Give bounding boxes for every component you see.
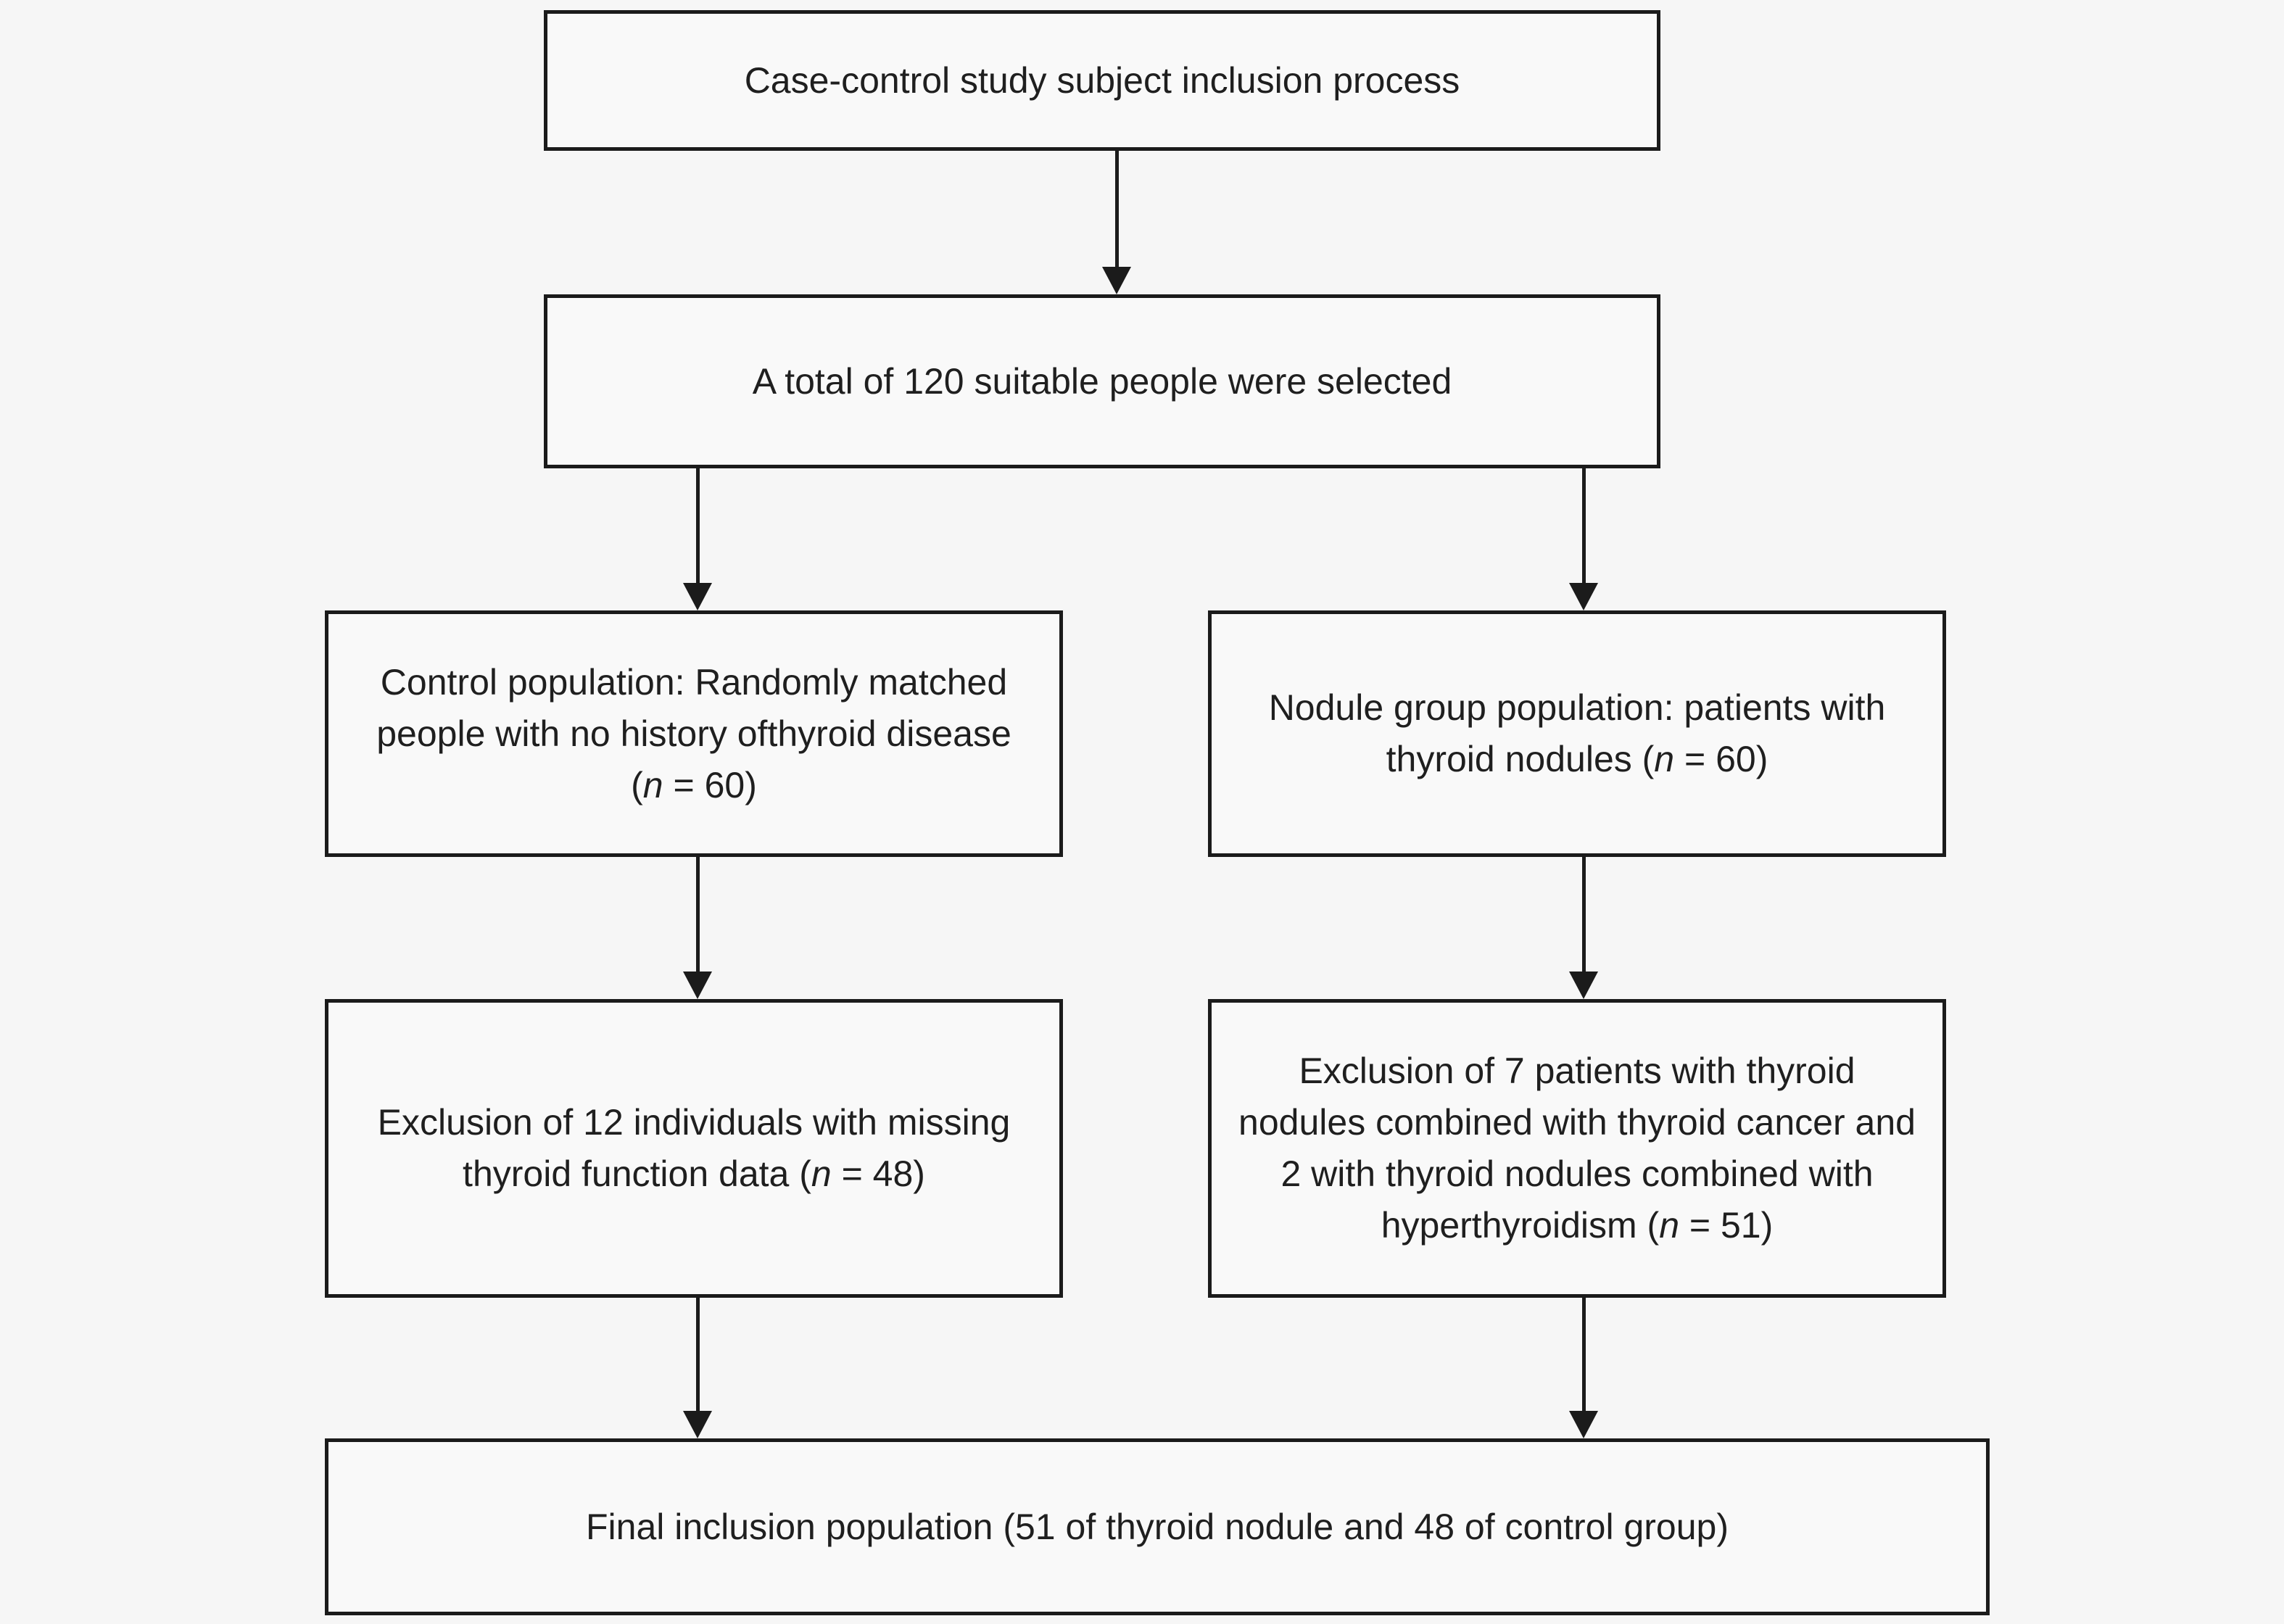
flow-node-text-line: Exclusion of 7 patients with thyroid bbox=[1299, 1051, 1855, 1091]
flow-node-text-line: Nodule group population: patients with bbox=[1268, 687, 1886, 728]
flow-node-text-line: 2 with thyroid nodules combined with bbox=[1280, 1153, 1874, 1194]
arrow-shaft bbox=[1581, 468, 1586, 586]
flow-node-total-selected: A total of 120 suitable people were sele… bbox=[544, 294, 1660, 468]
arrow-shaft bbox=[695, 1298, 700, 1414]
flow-node-text-line: people with no history ofthyroid disease bbox=[376, 713, 1011, 754]
flow-node-text-line: thyroid nodules (n = 60) bbox=[1386, 739, 1768, 779]
arrow-shaft bbox=[1581, 1298, 1586, 1414]
arrowhead-icon bbox=[1569, 972, 1598, 999]
flow-node-nodule-population: Nodule group population: patients with th… bbox=[1208, 610, 1946, 857]
down-arrow-title-to-total bbox=[1102, 151, 1131, 294]
flow-node-text-line: (n = 60) bbox=[631, 764, 757, 805]
flow-node-text-line: nodules combined with thyroid cancer and bbox=[1238, 1102, 1916, 1143]
flow-node-control-exclusion: Exclusion of 12 individuals with missing… bbox=[325, 999, 1063, 1298]
flow-node-text-line: Final inclusion population (51 of thyroi… bbox=[585, 1506, 1729, 1547]
arrowhead-icon bbox=[1102, 267, 1131, 294]
arrow-shaft bbox=[695, 468, 700, 586]
flow-node-final-population: Final inclusion population (51 of thyroi… bbox=[325, 1438, 1990, 1615]
down-arrow-nodule-exclusion-to-final bbox=[1569, 1298, 1598, 1438]
down-arrow-control-to-exclusion bbox=[683, 857, 712, 999]
arrowhead-icon bbox=[683, 972, 712, 999]
arrow-shaft bbox=[1114, 151, 1119, 270]
down-arrow-total-to-control bbox=[683, 468, 712, 610]
flow-node-control-population: Control population: Randomly matched peop… bbox=[325, 610, 1063, 857]
arrowhead-icon bbox=[683, 1411, 712, 1438]
down-arrow-nodule-to-exclusion bbox=[1569, 857, 1598, 999]
flow-node-text-line: Control population: Randomly matched bbox=[380, 661, 1008, 703]
arrowhead-icon bbox=[1569, 1411, 1598, 1438]
arrowhead-icon bbox=[1569, 583, 1598, 610]
down-arrow-total-to-nodule bbox=[1569, 468, 1598, 610]
flow-node-text-line: thyroid function data (n = 48) bbox=[463, 1153, 925, 1194]
arrow-shaft bbox=[1581, 857, 1586, 974]
flow-node-text-line: Case-control study subject inclusion pro… bbox=[744, 59, 1460, 101]
flow-node-text-line: hyperthyroidism (n = 51) bbox=[1381, 1205, 1774, 1246]
arrow-shaft bbox=[695, 857, 700, 974]
flow-node-nodule-exclusion: Exclusion of 7 patients with thyroid nodu… bbox=[1208, 999, 1946, 1298]
flow-node-study-title: Case-control study subject inclusion pro… bbox=[544, 10, 1660, 151]
arrowhead-icon bbox=[683, 583, 712, 610]
flow-node-text-line: Exclusion of 12 individuals with missing bbox=[377, 1102, 1011, 1143]
down-arrow-control-exclusion-to-final bbox=[683, 1298, 712, 1438]
flow-node-text-line: A total of 120 suitable people were sele… bbox=[752, 360, 1452, 402]
